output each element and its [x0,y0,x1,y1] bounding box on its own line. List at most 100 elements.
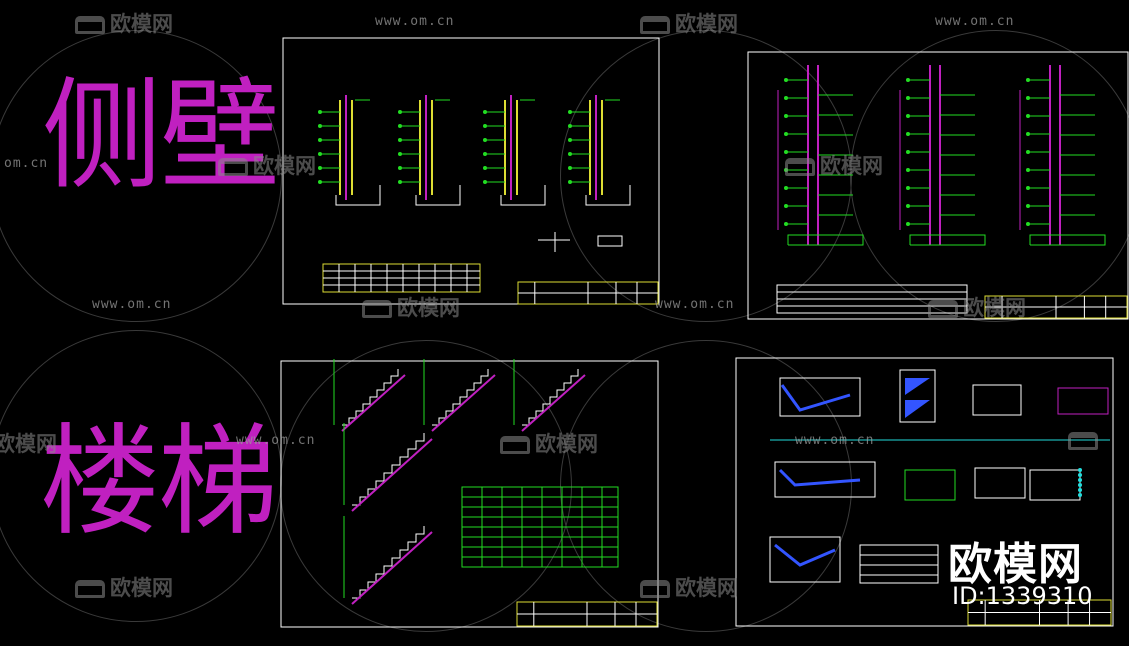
pit-section [779,377,861,417]
bg-circle [0,30,282,322]
stamp-brand: 欧模网 [948,539,1083,590]
cad-marker [1026,186,1030,190]
pit-fill [905,378,930,418]
cad-marker [784,114,788,118]
stair-rebar [341,374,406,432]
watermark-url: www.om.cn [795,433,875,448]
cad-marker [398,180,402,184]
pit-section [1057,387,1109,415]
cad-marker [906,114,910,118]
pit-section [899,369,936,423]
cad-marker [483,180,487,184]
sofa-logo-icon [75,580,105,598]
pit-section [1029,469,1081,501]
sofa-logo-icon [640,580,670,598]
stair-profile [342,369,399,426]
cad-marker [1078,478,1082,482]
pit-section [774,461,876,498]
watermark-brand: 欧模网 [928,292,1026,322]
cad-marker [1026,150,1030,154]
cad-marker [398,124,402,128]
cad-marker [398,110,402,114]
pit-fill [780,384,851,412]
stamp-id: ID:1339310 [952,582,1093,610]
cad-marker [568,180,572,184]
cad-marker [1026,222,1030,226]
pit-section [972,384,1022,416]
cad-marker [483,152,487,156]
drawing-sheet-border [735,357,1114,627]
cad-marker [483,166,487,170]
watermark-brand: 欧模网 [0,432,57,456]
sofa-logo-icon [75,16,105,34]
cad-marker [906,96,910,100]
stair-profile [522,369,579,426]
cad-marker [906,186,910,190]
watermark-brand: 欧模网 [640,572,738,602]
label-side-wall: 侧壁 [42,67,280,206]
watermark-url: www.om.cn [236,433,316,448]
cad-marker [784,132,788,136]
watermark-url: www.om.cn [92,297,172,312]
pit-section [904,469,956,501]
cad-marker [906,78,910,82]
stair-rebar [351,531,433,605]
cad-marker [906,222,910,226]
sofa-logo-icon [928,300,958,318]
wall-footing [1029,234,1106,246]
drawing-sheet-border [747,51,1129,320]
cad-marker [398,166,402,170]
cad-marker [318,138,322,142]
drawing-sheet-border [282,37,660,305]
cad-marker [318,110,322,114]
watermark-url: www.om.cn [375,14,455,29]
cad-marker [483,110,487,114]
cad-marker [784,78,788,82]
stair-rebar [351,438,433,512]
cad-marker [784,150,788,154]
sofa-logo-icon [1068,432,1098,450]
watermark-url: www.om.cn [655,297,735,312]
wall-footing [500,185,546,206]
label-stairs: 楼梯 [40,413,278,552]
cad-marker [568,138,572,142]
sofa-logo-icon [640,16,670,34]
cad-marker [318,124,322,128]
cad-marker [483,124,487,128]
wall-footing [585,185,631,206]
cad-marker [1026,132,1030,136]
cad-marker [1078,468,1082,472]
cad-marker [1026,204,1030,208]
sofa-logo-icon [785,158,815,176]
stair-profile [352,526,425,599]
cad-marker [906,132,910,136]
stair-profile [432,369,489,426]
cad-marker [1078,488,1082,492]
cad-marker [318,166,322,170]
cad-marker [1078,483,1082,487]
pit-section [769,536,841,583]
cad-marker [784,222,788,226]
stair-rebar [431,374,496,432]
wall-footing [909,234,986,246]
cad-marker [398,138,402,142]
cad-marker [398,152,402,156]
watermark-brand: 欧模网 [640,8,738,38]
cad-marker [568,152,572,156]
cad-marker [318,152,322,156]
stair-rebar [521,374,586,432]
wall-footing [335,185,381,206]
watermark-brand: 欧模网 [75,8,173,38]
cad-marker [568,124,572,128]
sofa-logo-icon [500,436,530,454]
pit-fill [774,543,836,567]
sofa-logo-icon [218,158,248,176]
cad-marker [1026,96,1030,100]
cad-marker [318,180,322,184]
bg-circle [850,30,1129,322]
cad-marker [1026,78,1030,82]
sofa-logo-icon [362,300,392,318]
cad-marker [1026,168,1030,172]
cad-marker [906,168,910,172]
